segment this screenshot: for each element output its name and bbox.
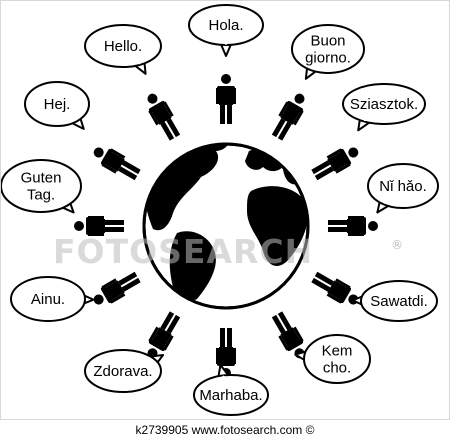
greeting-text: Sawatdi. xyxy=(370,293,428,310)
greeting-text: Nǐ hǎo. xyxy=(379,178,427,195)
person-icon xyxy=(147,311,181,359)
greeting-text: Sziasztok. xyxy=(350,96,418,113)
person-icon xyxy=(271,93,305,141)
greeting-text: Tag. xyxy=(27,187,55,204)
watermark: FOTOSEARCH xyxy=(53,232,313,271)
greeting-text: Hello. xyxy=(104,38,142,55)
speech-bubble-icon xyxy=(84,24,162,75)
greeting-text: Hej. xyxy=(44,96,71,113)
person-icon xyxy=(311,147,359,181)
person-icon xyxy=(93,147,141,181)
speech-bubble-icon xyxy=(84,349,165,393)
greeting-text: Buon xyxy=(310,33,345,50)
speech-bubble-icon xyxy=(24,81,90,130)
greeting-text: Ainu. xyxy=(31,291,65,308)
greeting-text: Zdorava. xyxy=(93,363,152,380)
speech-bubble-icon xyxy=(291,24,365,80)
greeting-text: Guten xyxy=(21,170,62,187)
speech-bubble-icon xyxy=(367,163,439,214)
speech-bubble-icon xyxy=(351,280,438,322)
person-icon xyxy=(216,74,236,124)
person-icon xyxy=(74,216,124,236)
speech-bubble-icon xyxy=(188,4,264,57)
greeting-text: Hola. xyxy=(208,17,243,34)
greeting-text: Marhaba. xyxy=(199,387,262,404)
speech-bubble-icon xyxy=(294,334,371,384)
greeting-text: Kem xyxy=(322,343,353,360)
person-icon xyxy=(147,93,181,141)
speech-bubble-icon xyxy=(342,83,426,132)
speech-bubble-icon xyxy=(10,276,95,322)
greeting-text: cho. xyxy=(323,360,351,377)
greeting-text: giorno. xyxy=(305,50,351,67)
watermark-mark: ® xyxy=(391,238,403,252)
globe-icon xyxy=(142,142,310,310)
speech-bubble-icon xyxy=(193,363,269,416)
image-footer: k2739905 www.fotosearch.com © xyxy=(135,423,315,437)
speech-bubble-icon xyxy=(1,159,82,214)
person-icon xyxy=(93,271,141,305)
person-icon xyxy=(328,216,378,236)
person-icon xyxy=(311,271,359,305)
